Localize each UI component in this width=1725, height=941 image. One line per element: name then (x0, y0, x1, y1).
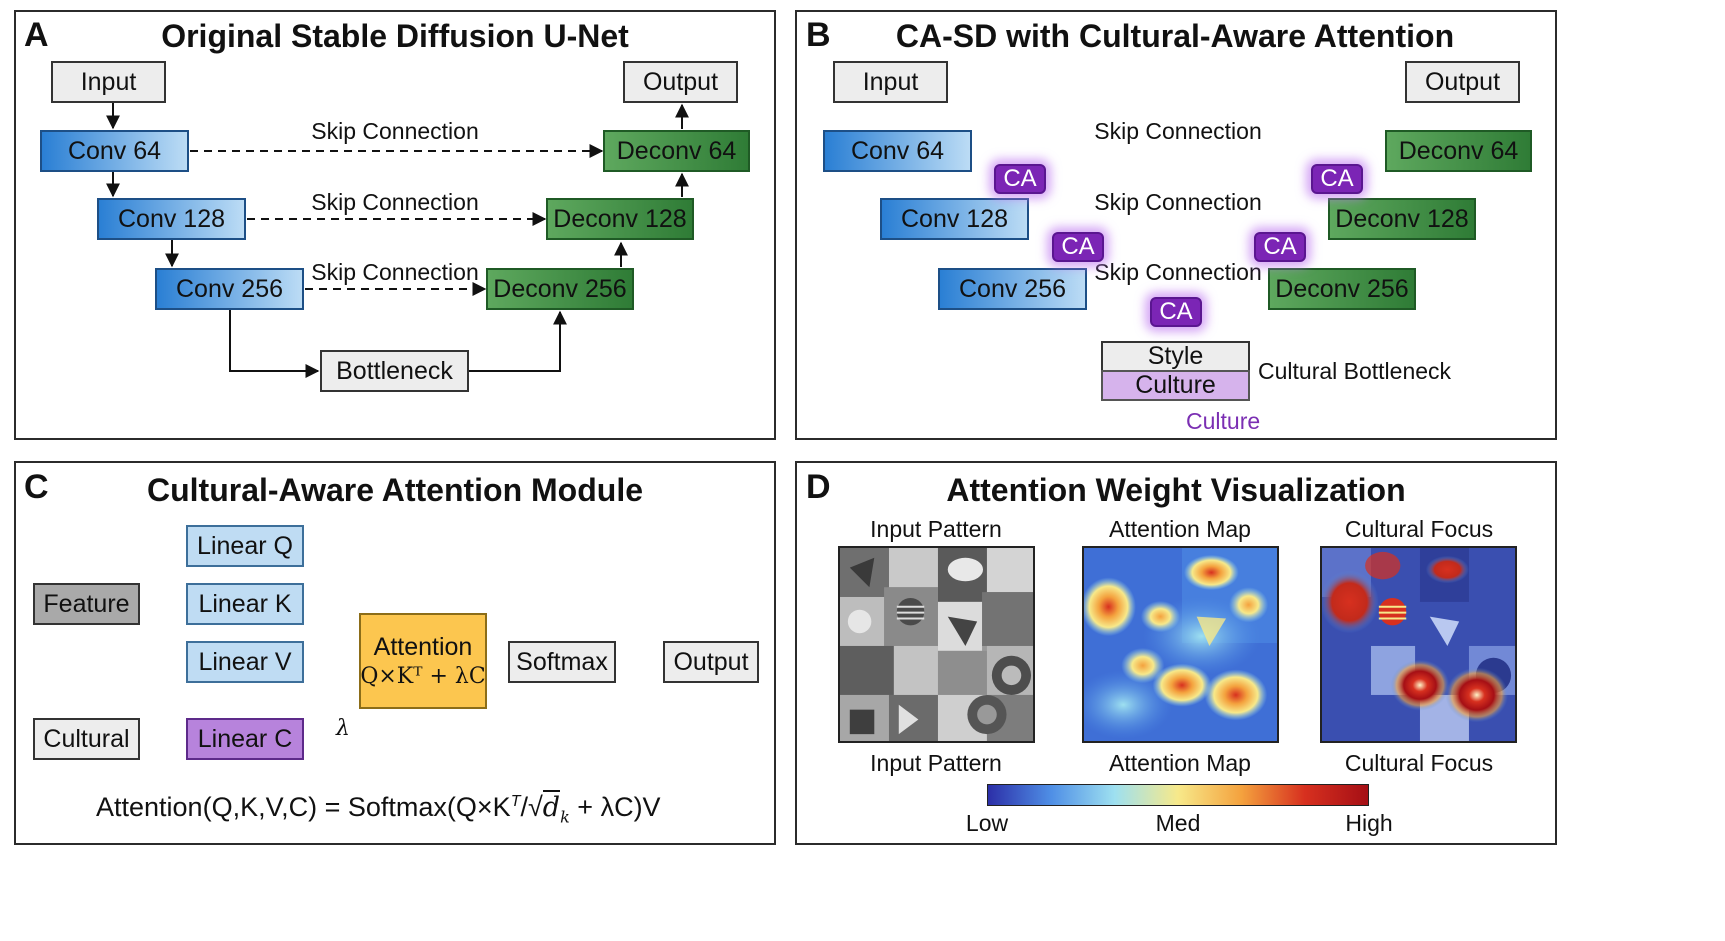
linear-c-box: Linear C (186, 718, 304, 760)
attention-box: Attention Q×Kᵀ + λC (359, 613, 487, 709)
panel-c-output-box: Output (663, 641, 759, 683)
panel-a-output-box: Output (623, 61, 738, 103)
linear-v-box: Linear V (186, 641, 304, 683)
attention-equation: Attention(Q,K,V,C) = Softmax(Q×KT/√dk + … (96, 790, 661, 827)
panel-b-conv64-box: Conv 64 (823, 130, 972, 172)
panel-b-deconv64-box: Deconv 64 (1385, 130, 1532, 172)
equation-mid: /√ (520, 792, 543, 822)
feature-box: Feature (33, 583, 140, 625)
panel-a-skip-label-2: Skip Connection (311, 189, 479, 215)
panel-b-deconv128-box: Deconv 128 (1328, 198, 1476, 240)
ca-badge-decoder-128: CA (1311, 164, 1363, 194)
equation-sup: T (510, 793, 521, 810)
panel-d-label: D (806, 468, 831, 506)
panel-d-title: Attention Weight Visualization (946, 472, 1406, 508)
ca-badge-encoder-64: CA (994, 164, 1046, 194)
ca-badge-encoder-128: CA (1052, 232, 1104, 262)
input-pattern-top-label: Input Pattern (870, 516, 1002, 542)
panel-a-skip-label-3: Skip Connection (311, 259, 479, 285)
panel-b-title: CA-SD with Cultural-Aware Attention (895, 18, 1455, 54)
culture-box: Culture (1101, 370, 1250, 401)
cultural-focus-image (1320, 546, 1517, 743)
panel-a-skip-label-1: Skip Connection (311, 118, 479, 144)
attention-box-formula: Q×Kᵀ + λC (360, 663, 486, 689)
culture-input-label: Culture (1186, 408, 1261, 434)
panel-c-label: C (24, 468, 49, 506)
equation-lhs: Attention(Q,K,V,C) = Softmax(Q×K (96, 792, 511, 822)
colorbar-high-label: High (1345, 810, 1393, 836)
panel-a-title: Original Stable Diffusion U-Net (161, 18, 629, 54)
input-pattern-bottom-label: Input Pattern (870, 750, 1002, 776)
linear-k-box: Linear K (186, 583, 304, 625)
cultural-focus-top-label: Cultural Focus (1344, 516, 1494, 542)
panel-a-input-box: Input (51, 61, 166, 103)
panel-a-conv64-box: Conv 64 (40, 130, 189, 172)
linear-q-box: Linear Q (186, 525, 304, 567)
panel-b-output-box: Output (1405, 61, 1520, 103)
panel-a-deconv256-box: Deconv 256 (486, 268, 634, 310)
attention-map-image (1082, 546, 1279, 743)
equation-dk-sub: k (560, 807, 570, 827)
equation-dk: d (542, 790, 561, 823)
panel-b-skip-label-2: Skip Connection (1094, 189, 1262, 215)
ca-badge-decoder-256: CA (1254, 232, 1306, 262)
colorbar-low-label: Low (965, 810, 1009, 836)
attention-map-top-label: Attention Map (1109, 516, 1251, 542)
panel-a-deconv64-box: Deconv 64 (603, 130, 750, 172)
equation-rhs: + λC)V (569, 792, 661, 822)
panel-b-input-box: Input (833, 61, 948, 103)
panel-a-deconv128-box: Deconv 128 (546, 198, 694, 240)
panel-b-skip-label-1: Skip Connection (1094, 118, 1262, 144)
panel-b-conv128-box: Conv 128 (880, 198, 1029, 240)
panel-b-deconv256-box: Deconv 256 (1268, 268, 1416, 310)
ca-badge-bottleneck: CA (1150, 297, 1202, 327)
attention-colorbar (987, 784, 1369, 806)
style-box: Style (1101, 341, 1250, 372)
panel-c-title: Cultural-Aware Attention Module (147, 472, 643, 508)
panel-b-skip-label-3: Skip Connection (1094, 259, 1262, 285)
panel-a-bottleneck-box: Bottleneck (320, 350, 469, 392)
panel-a-conv256-box: Conv 256 (155, 268, 304, 310)
panel-a-label: A (24, 16, 49, 54)
panel-b-label: B (806, 16, 831, 54)
panel-a-conv128-box: Conv 128 (97, 198, 246, 240)
colorbar-med-label: Med (1155, 810, 1201, 836)
attention-map-bottom-label: Attention Map (1109, 750, 1251, 776)
softmax-box: Softmax (508, 641, 616, 683)
cultural-focus-bottom-label: Cultural Focus (1344, 750, 1494, 776)
panel-b-conv256-box: Conv 256 (938, 268, 1087, 310)
cultural-box: Cultural (33, 718, 140, 760)
attention-box-label: Attention (373, 632, 473, 661)
lambda-label: λ (336, 716, 350, 741)
cultural-bottleneck-label: Cultural Bottleneck (1258, 358, 1452, 384)
input-pattern-image (838, 546, 1035, 743)
